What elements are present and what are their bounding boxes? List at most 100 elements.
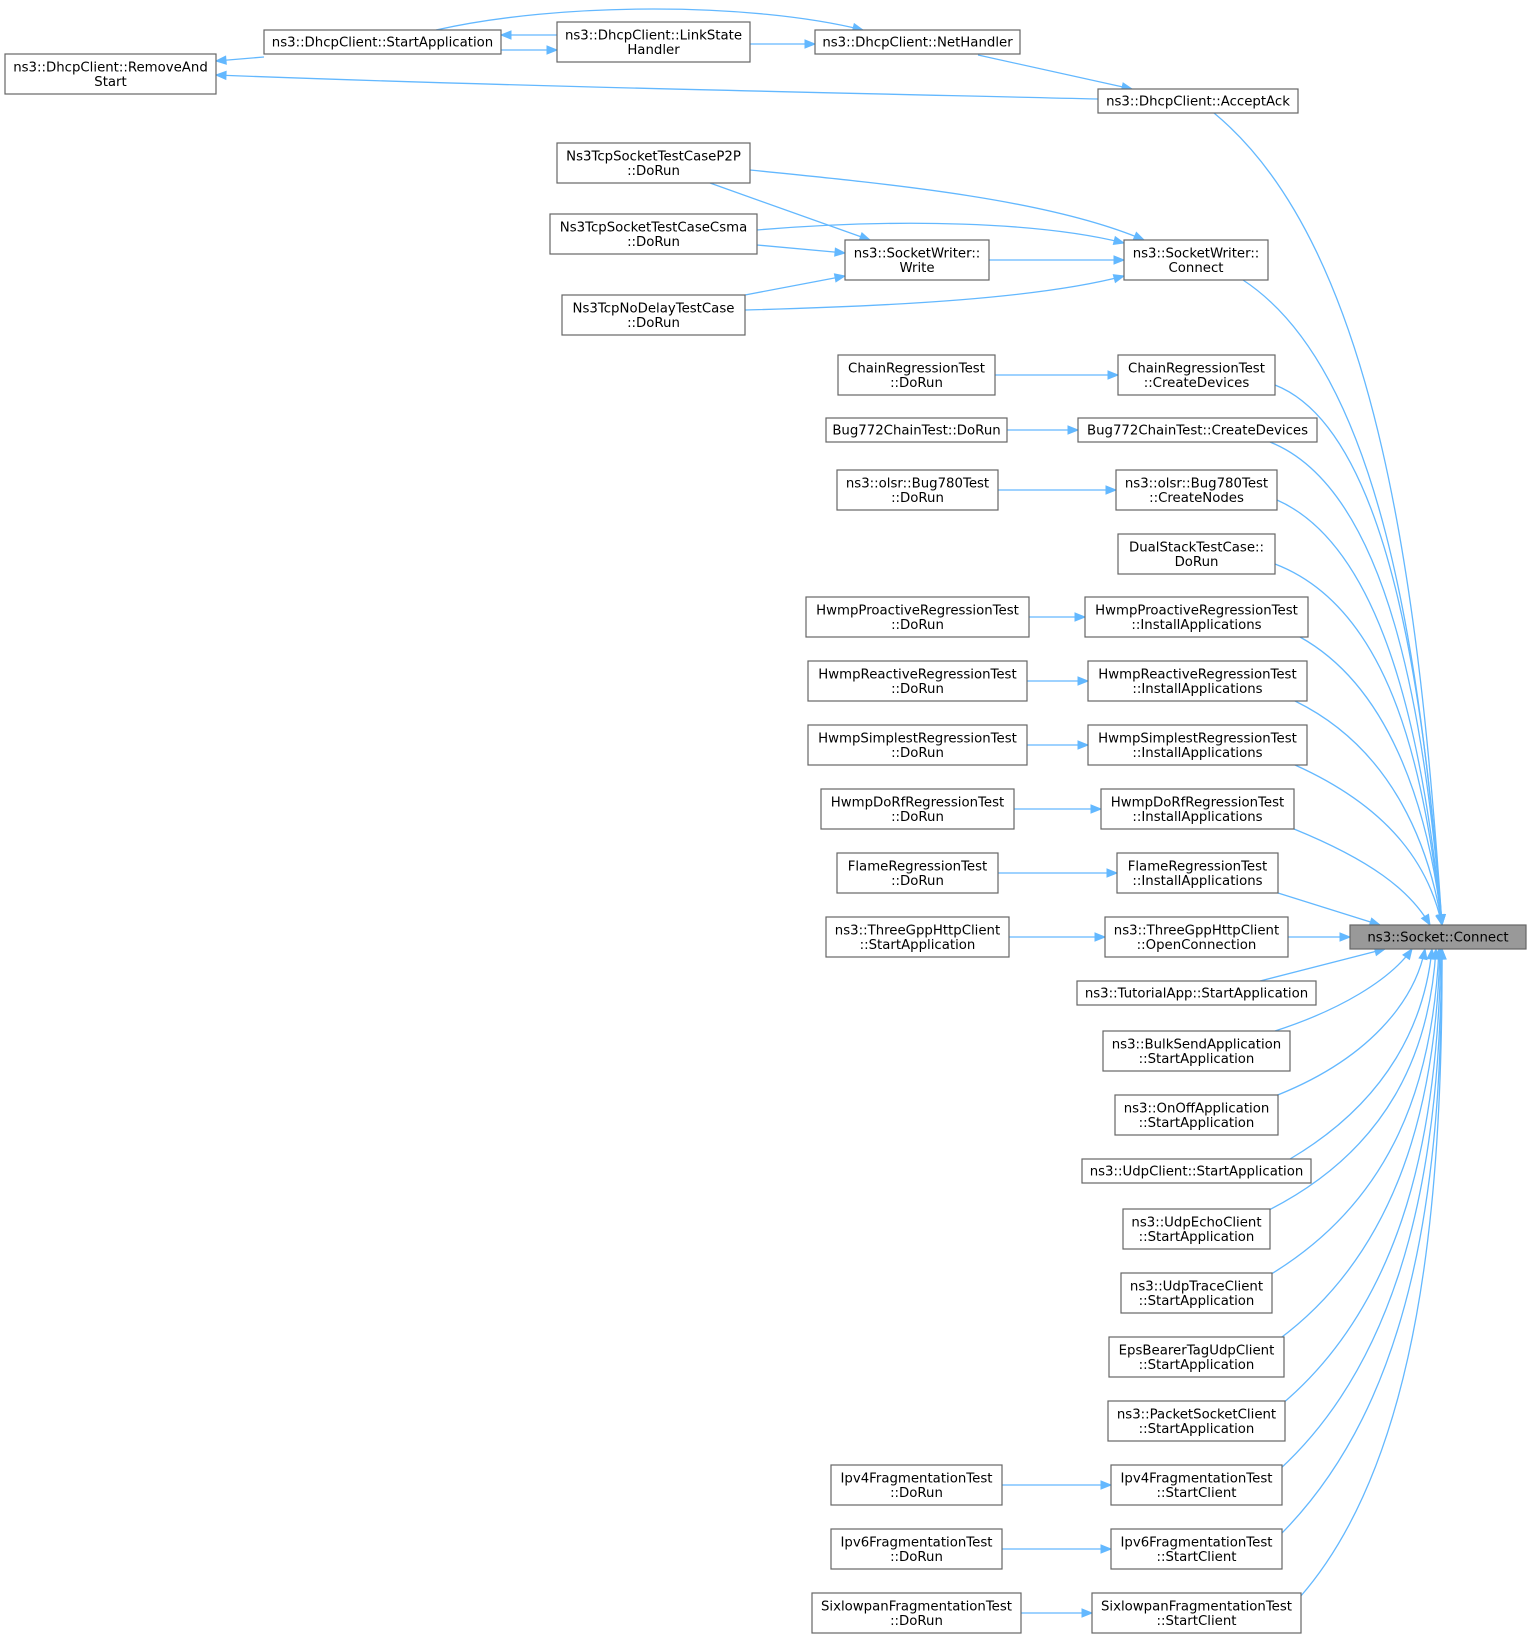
node-ipv6Client[interactable]: Ipv6FragmentationTest::StartClient <box>1110 1528 1283 1570</box>
node-label: Ipv4FragmentationTest <box>840 1471 992 1486</box>
node-olsrRun[interactable]: ns3::olsr::Bug780Test::DoRun <box>836 469 999 511</box>
node-rfInst[interactable]: HwmpDoRfRegressionTest::InstallApplicati… <box>1100 788 1295 830</box>
node-packetSock[interactable]: ns3::PacketSocketClient::StartApplicatio… <box>1107 1400 1286 1442</box>
node-udpClient[interactable]: ns3::UdpClient::StartApplication <box>1081 1158 1312 1184</box>
edge-nodelay-to-swWrite <box>744 273 847 296</box>
node-label: HwmpProactiveRegressionTest <box>1095 603 1298 618</box>
node-box <box>1077 417 1318 443</box>
node-udpTrace[interactable]: ns3::UdpTraceClient::StartApplication <box>1120 1272 1273 1314</box>
node-onoff[interactable]: ns3::OnOffApplication::StartApplication <box>1114 1094 1279 1136</box>
edge-line <box>1294 700 1443 926</box>
node-box <box>1087 660 1308 702</box>
node-chainRun[interactable]: ChainRegressionTest::DoRun <box>837 354 996 396</box>
node-httpOpen[interactable]: ns3::ThreeGppHttpClient::OpenConnection <box>1104 916 1289 958</box>
edge-acceptAck-to-removeAndStart <box>214 70 1099 100</box>
node-label: ns3::UdpTraceClient <box>1130 1279 1263 1294</box>
node-p2p[interactable]: Ns3TcpSocketTestCaseP2P::DoRun <box>556 142 751 184</box>
edge-onoff-to-connect <box>1269 947 1428 1099</box>
arrowhead <box>1090 804 1103 814</box>
node-box <box>830 1464 1003 1506</box>
arrowhead <box>1100 1544 1113 1554</box>
node-label: ns3::OnOffApplication <box>1124 1101 1270 1116</box>
node-netHandler[interactable]: ns3::DhcpClient::NetHandler <box>814 29 1021 55</box>
edge-sixRun-to-sixClient <box>1021 1608 1094 1618</box>
node-box <box>1108 1336 1285 1378</box>
node-label: ::DoRun <box>891 682 944 697</box>
node-box <box>1122 1208 1271 1250</box>
node-label: ns3::DhcpClient::RemoveAnd <box>13 60 208 75</box>
node-sixClient[interactable]: SixlowpanFragmentationTest::StartClient <box>1091 1592 1302 1634</box>
node-connect[interactable]: ns3::Socket::Connect <box>1349 924 1527 950</box>
arrowhead <box>1067 425 1080 435</box>
node-ipv4Run[interactable]: Ipv4FragmentationTest::DoRun <box>830 1464 1003 1506</box>
arrowhead <box>214 70 227 81</box>
node-bugDev[interactable]: Bug772ChainTest::CreateDevices <box>1077 417 1318 443</box>
node-rfRun[interactable]: HwmpDoRfRegressionTest::DoRun <box>820 788 1015 830</box>
node-chainDev[interactable]: ChainRegressionTest::CreateDevices <box>1117 354 1276 396</box>
arrowhead <box>1112 235 1126 246</box>
node-bugRun[interactable]: Bug772ChainTest::DoRun <box>825 417 1008 443</box>
node-udpEcho[interactable]: ns3::UdpEchoClient::StartApplication <box>1122 1208 1271 1250</box>
edge-ipv4Run-to-ipv4Client <box>1002 1480 1113 1490</box>
node-eps[interactable]: EpsBearerTagUdpClient::StartApplication <box>1108 1336 1285 1378</box>
node-box <box>836 469 999 511</box>
edge-startApp-to-removeAndStart <box>214 55 265 65</box>
node-label: ::StartClient <box>1157 1614 1237 1629</box>
node-startApp[interactable]: ns3::DhcpClient::StartApplication <box>263 29 502 55</box>
arrowhead <box>1435 913 1445 927</box>
node-box <box>1102 1030 1291 1072</box>
node-acceptAck[interactable]: ns3::DhcpClient::AcceptAck <box>1097 88 1299 114</box>
node-reaInst[interactable]: HwmpReactiveRegressionTest::InstallAppli… <box>1087 660 1308 702</box>
node-label: ::DoRun <box>891 491 944 506</box>
node-label: ::StartClient <box>1157 1486 1237 1501</box>
edge-line <box>1259 948 1386 982</box>
node-box <box>1349 924 1527 950</box>
node-label: ns3::ThreeGppHttpClient <box>1114 923 1279 938</box>
edge-line <box>1269 948 1426 1099</box>
node-olsrNodes[interactable]: ns3::olsr::Bug780Test::CreateNodes <box>1115 469 1278 511</box>
node-tutorial[interactable]: ns3::TutorialApp::StartApplication <box>1076 980 1317 1006</box>
edge-line <box>1276 499 1443 926</box>
node-nodelay[interactable]: Ns3TcpNoDelayTestCase::DoRun <box>561 294 746 336</box>
node-sixRun[interactable]: SixlowpanFragmentationTest::DoRun <box>811 1592 1022 1634</box>
node-ipv4Client[interactable]: Ipv4FragmentationTest::StartClient <box>1110 1464 1283 1506</box>
node-reaRun[interactable]: HwmpReactiveRegressionTest::DoRun <box>807 660 1028 702</box>
node-simInst[interactable]: HwmpSimplestRegressionTest::InstallAppli… <box>1087 724 1308 766</box>
node-bulk[interactable]: ns3::BulkSendApplication::StartApplicati… <box>1102 1030 1291 1072</box>
node-httpStart[interactable]: ns3::ThreeGppHttpClient::StartApplicatio… <box>825 916 1010 958</box>
node-label: ::StartApplication <box>1139 1358 1255 1373</box>
node-label: Connect <box>1169 261 1224 276</box>
edge-p2p-to-swConnect <box>749 169 1146 241</box>
node-label: ::InstallApplications <box>1132 682 1262 697</box>
node-flameInst[interactable]: FlameRegressionTest::InstallApplications <box>1116 852 1279 894</box>
node-label: HwmpProactiveRegressionTest <box>816 603 1019 618</box>
edge-reaRun-to-reaInst <box>1027 676 1090 686</box>
arrowhead <box>1081 1608 1094 1618</box>
edge-httpStart-to-httpOpen <box>1009 932 1107 942</box>
edge-line <box>1277 948 1441 1341</box>
node-ipv6Run[interactable]: Ipv6FragmentationTest::DoRun <box>830 1528 1003 1570</box>
node-flameRun[interactable]: FlameRegressionTest::DoRun <box>836 852 999 894</box>
node-label: Ns3TcpSocketTestCaseCsma <box>560 220 748 235</box>
node-label: Ns3TcpNoDelayTestCase <box>573 301 735 316</box>
arrowhead <box>1100 1480 1113 1490</box>
node-box <box>844 239 990 281</box>
node-label: ns3::DhcpClient::LinkState <box>565 28 742 43</box>
node-dualStack[interactable]: DualStackTestCase::DoRun <box>1117 533 1276 575</box>
node-proRun[interactable]: HwmpProactiveRegressionTest::DoRun <box>805 596 1030 638</box>
edge-line <box>1274 948 1413 1032</box>
node-label: FlameRegressionTest <box>848 859 988 874</box>
arrowhead <box>1402 947 1413 961</box>
node-label: ::StartApplication <box>860 938 976 953</box>
node-proInst[interactable]: HwmpProactiveRegressionTest::InstallAppl… <box>1084 596 1309 638</box>
node-label: ns3::olsr::Bug780Test <box>846 476 989 491</box>
node-swConnect[interactable]: ns3::SocketWriter::Connect <box>1123 239 1269 281</box>
edge-simInst-to-connect <box>1294 764 1445 927</box>
node-csma[interactable]: Ns3TcpSocketTestCaseCsma::DoRun <box>549 213 758 255</box>
node-label: ::DoRun <box>890 1486 943 1501</box>
edge-bugRun-to-bugDev <box>1007 425 1080 435</box>
node-swWrite[interactable]: ns3::SocketWriter::Write <box>844 239 990 281</box>
node-simRun[interactable]: HwmpSimplestRegressionTest::DoRun <box>807 724 1028 766</box>
